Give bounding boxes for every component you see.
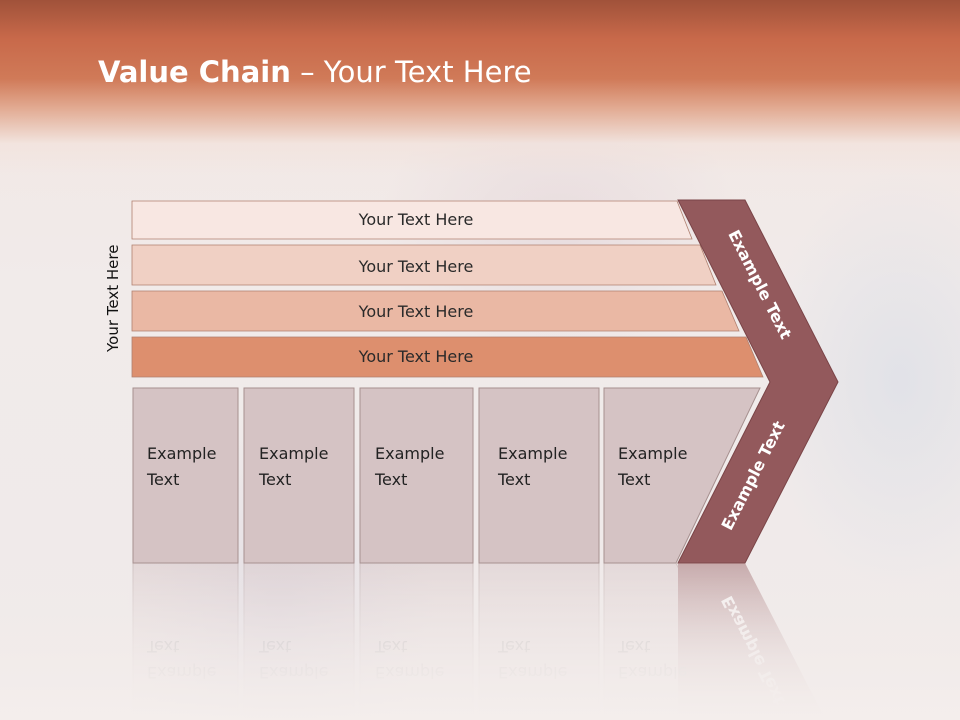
bar-2 <box>131 244 717 286</box>
bar-2-label: Your Text Here <box>358 257 474 276</box>
reflection-box-2-line2: Text <box>258 637 291 656</box>
reflection-box-5-line1: Example <box>618 663 687 682</box>
activity-box-3 <box>359 387 474 564</box>
bar-1-label: Your Text Here <box>358 210 474 229</box>
box-3-line1: Example <box>375 444 444 463</box>
activity-box-2 <box>243 387 355 564</box>
box-3-line2: Text <box>374 470 407 489</box>
box-2-line1: Example <box>259 444 328 463</box>
bar-4 <box>131 336 764 378</box>
box-4-line1: Example <box>498 444 567 463</box>
activity-box-4 <box>478 387 600 564</box>
reflection-box-1-line2: Text <box>146 637 179 656</box>
slide-title: Value Chain – Your Text Here <box>98 55 532 89</box>
box-1-line1: Example <box>147 444 216 463</box>
reflection-box-4-line2: Text <box>497 637 530 656</box>
box-5-line2: Text <box>617 470 650 489</box>
reflection-group: Example Text Example Text Example Text E… <box>132 562 826 720</box>
reflection-box-1-line1: Example <box>147 663 216 682</box>
reflection-box-4-line1: Example <box>498 663 567 682</box>
bar-3 <box>131 290 740 332</box>
bar-3-label: Your Text Here <box>358 302 474 321</box>
bar-1 <box>131 200 693 240</box>
reflection-box-2-line1: Example <box>259 663 328 682</box>
reflection-box-3-line1: Example <box>375 663 444 682</box>
title-rest: – Your Text Here <box>290 55 532 89</box>
box-4-line2: Text <box>497 470 530 489</box>
box-5-line1: Example <box>618 444 687 463</box>
reflection-box-3-line2: Text <box>374 637 407 656</box>
box-1-line2: Text <box>146 470 179 489</box>
reflection-box-5-line2: Text <box>617 637 650 656</box>
box-2-line2: Text <box>258 470 291 489</box>
bar-4-label: Your Text Here <box>358 347 474 366</box>
reflection-box-4 <box>478 562 600 720</box>
header-band <box>0 0 960 175</box>
activity-box-1 <box>132 387 239 564</box>
title-bold: Value Chain <box>98 55 291 89</box>
